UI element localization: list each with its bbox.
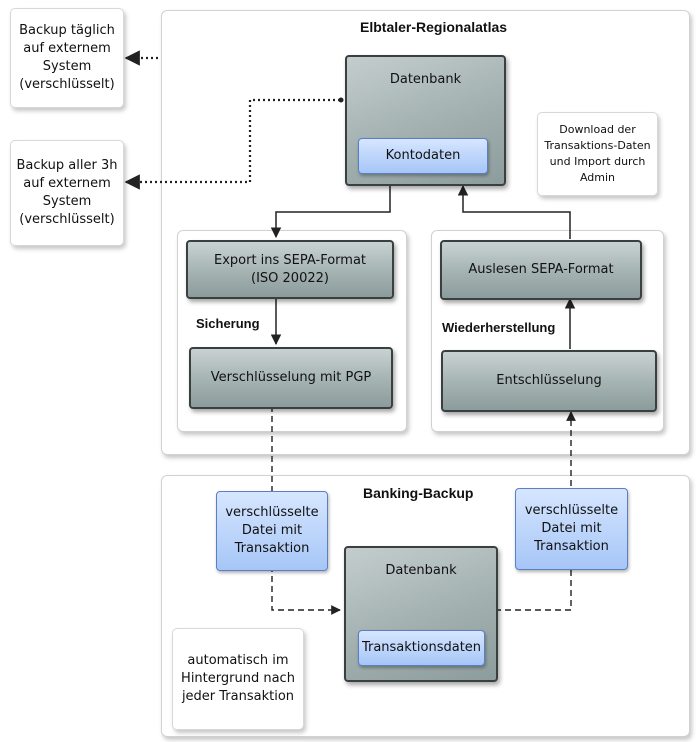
restore-group-label: Wiederherstellung — [442, 320, 556, 335]
top-system-title: Elbtaler-Regionalatlas — [360, 19, 508, 35]
read-sepa-step: Auslesen SEPA-Format — [440, 240, 642, 300]
backup-database-title: Datenbank — [385, 563, 457, 578]
decrypt-step: Entschlüsselung — [441, 350, 657, 412]
auto-background-note: automatisch im Hintergrund nach jeder Tr… — [172, 628, 304, 730]
bottom-system-title: Banking-Backup — [363, 485, 474, 501]
main-database-title: Datenbank — [389, 72, 462, 87]
transaktionsdaten-table: Transaktionsdaten — [358, 630, 485, 666]
encrypt-pgp-step: Verschlüsselung mit PGP — [189, 347, 393, 409]
daily-backup-note: Backup täglich auf externem System (vers… — [10, 8, 124, 108]
kontodaten-table: Kontodaten — [358, 138, 488, 174]
admin-import-note: Download der Transaktions-Daten und Impo… — [537, 112, 658, 196]
backup-group-label: Sicherung — [196, 316, 260, 331]
export-sepa-step: Export ins SEPA-Format (ISO 20022) — [186, 240, 394, 299]
encrypted-file-left: verschlüsselte Datei mit Transaktion — [216, 491, 328, 571]
three-hour-backup-note: Backup aller 3h auf externem System (ver… — [10, 140, 124, 246]
encrypted-file-right: verschlüsselte Datei mit Transaktion — [515, 488, 628, 570]
